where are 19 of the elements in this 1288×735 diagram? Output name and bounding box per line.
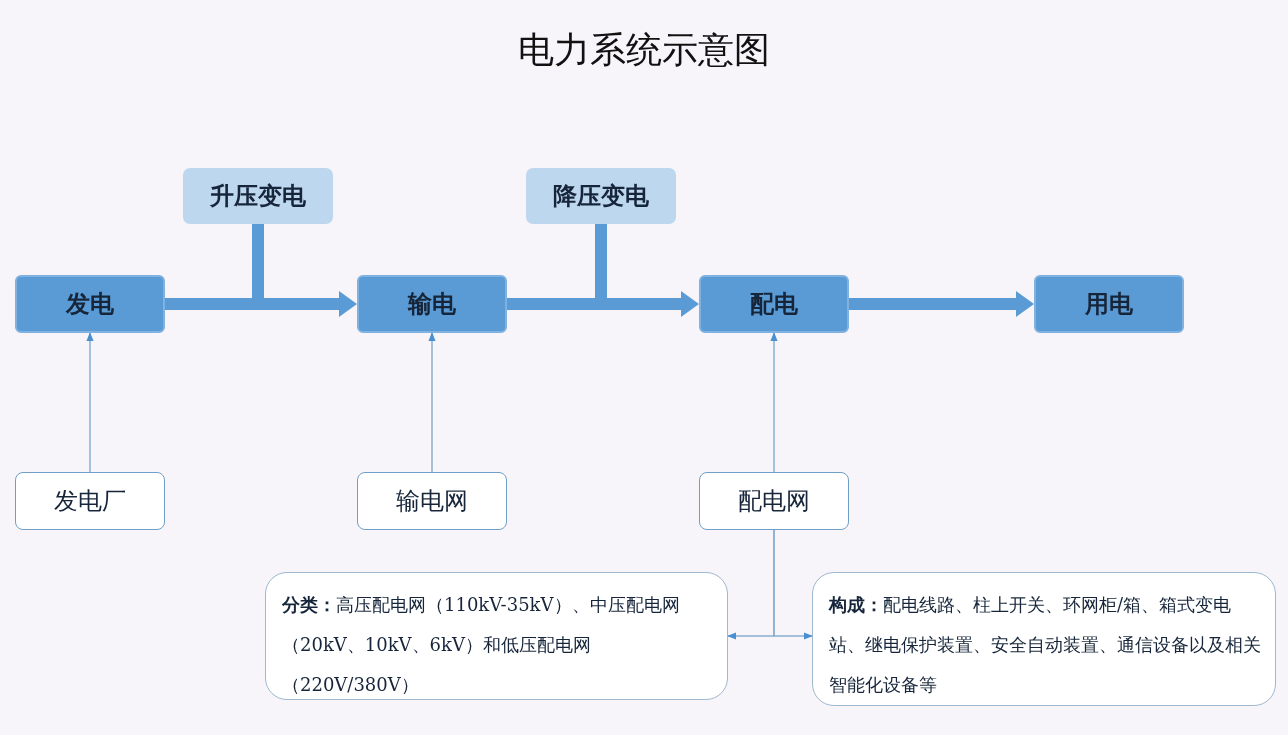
block-arrow — [849, 291, 1034, 317]
process-box: 输电 — [357, 275, 507, 333]
note-box: 分类：高压配电网（110kV-35kV）、中压配电网（20kV、10kV、6kV）和低压配电网（220V/380V） — [265, 572, 728, 700]
title: 电力系统示意图 — [517, 28, 771, 72]
process-box: 降压变电 — [526, 168, 676, 224]
process-box: 用电 — [1034, 275, 1184, 333]
source-box: 发电厂 — [15, 472, 165, 530]
merge-arrow — [165, 224, 357, 317]
arrow — [86, 332, 94, 473]
source-box: 配电网 — [699, 472, 849, 530]
process-box: 配电 — [699, 275, 849, 333]
branch-arrow — [773, 529, 813, 640]
note-box: 构成：配电线路、柱上开关、环网柜/箱、箱式变电站、继电保护装置、安全自动装置、通信设备以及相关智能化设备等 — [812, 572, 1276, 706]
arrow — [428, 332, 436, 473]
source-box: 输电网 — [357, 472, 507, 530]
arrow — [770, 332, 778, 473]
process-box: 发电 — [15, 275, 165, 333]
merge-arrow — [507, 224, 699, 317]
process-box: 升压变电 — [183, 168, 333, 224]
